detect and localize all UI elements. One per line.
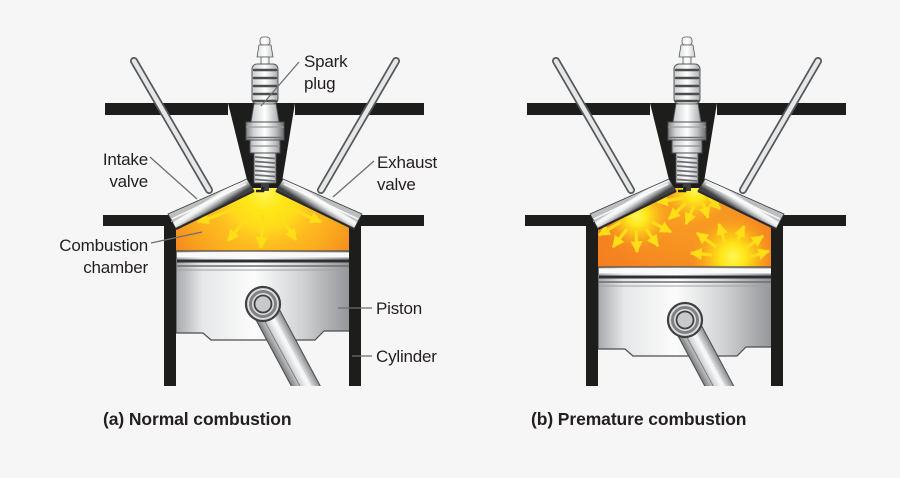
flame-arrow xyxy=(749,248,771,260)
label-piston: Piston xyxy=(376,299,423,318)
flame-arrow xyxy=(255,214,268,250)
flame-arrow xyxy=(667,201,688,221)
caption-premature-combustion: (b) Premature combustion xyxy=(531,409,747,429)
label-spark-plug: Spark plug xyxy=(304,52,348,93)
label-intake-valve: Intake valve xyxy=(102,150,148,191)
flame-arrow xyxy=(734,224,746,243)
panel-a-normal-combustion xyxy=(103,37,424,406)
panel-b-premature-combustion xyxy=(525,37,846,422)
flame-arrow xyxy=(655,194,684,207)
flame-arrow xyxy=(275,211,298,241)
leader-spark-plug xyxy=(260,61,300,107)
leader-combustion-chamber xyxy=(150,231,203,244)
flame-arrow xyxy=(226,210,254,243)
flame-arrow xyxy=(644,228,660,247)
flame-arrow xyxy=(598,220,622,237)
flame-arrow xyxy=(611,228,629,248)
leader-lines xyxy=(149,61,375,357)
flame-front-a xyxy=(196,188,333,251)
ignition-hotspot xyxy=(197,188,333,251)
leader-exhaust-valve xyxy=(332,160,375,198)
label-combustion-chamber: Combustion chamber xyxy=(59,236,148,277)
flame-arrow xyxy=(745,234,764,250)
flame-arrow xyxy=(707,196,722,211)
flame-arrow xyxy=(698,202,711,220)
flame-arrow xyxy=(196,204,245,225)
flame-arrow xyxy=(689,248,713,260)
flame-arrow xyxy=(716,222,728,244)
caption-normal-combustion: (a) Normal combustion xyxy=(103,409,292,429)
flame-arrow xyxy=(696,231,717,249)
flame-arrow xyxy=(651,220,673,234)
piston-assembly-b xyxy=(598,265,772,386)
flame-arrow xyxy=(684,205,696,226)
piston-assembly-a xyxy=(176,249,350,386)
flame-arrow xyxy=(284,204,323,224)
leader-intake-valve xyxy=(149,156,198,200)
label-exhaust-valve: Exhaust valve xyxy=(377,153,438,194)
ignition-hotspot xyxy=(687,211,772,267)
label-cylinder: Cylinder xyxy=(376,347,437,366)
flame-arrow xyxy=(630,230,643,254)
